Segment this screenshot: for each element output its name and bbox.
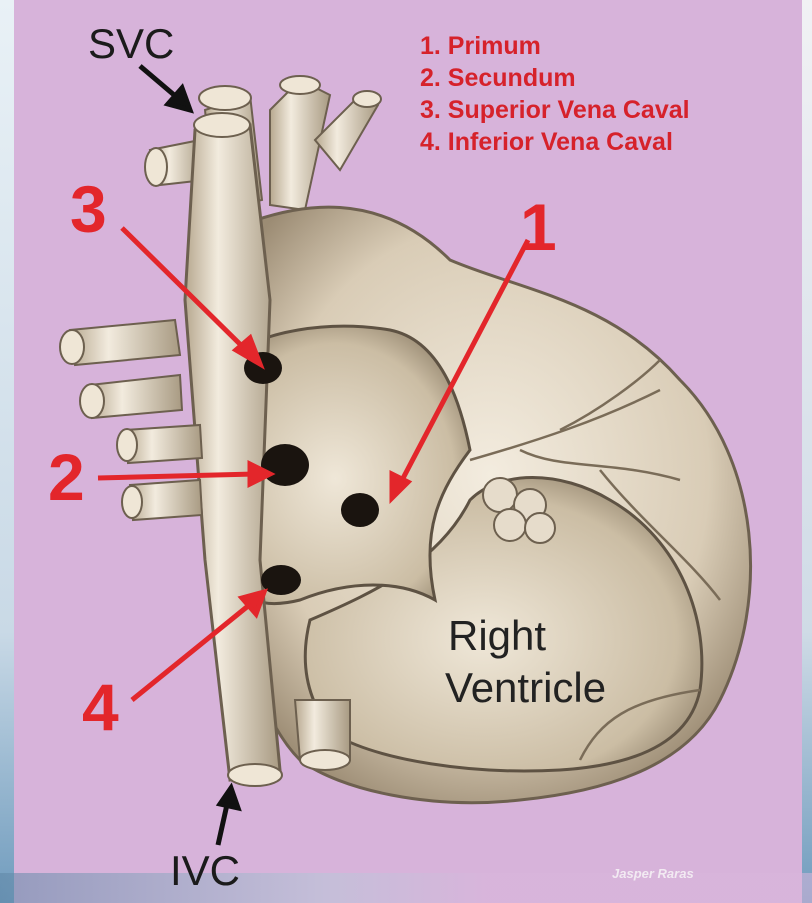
defect-1-hole [341,493,379,527]
legend-item-3: 3. Superior Vena Caval [420,96,690,124]
legend-item-1: 1. Primum [420,32,541,60]
ivc-label: IVC [170,847,240,894]
defect-2-hole [261,444,309,486]
svc-label: SVC [88,20,174,67]
artist-credit: Jasper Raras [612,866,694,881]
legend-item-2: 2. Secundum [420,64,576,92]
marker-2: 2 [48,440,85,514]
marker-1: 1 [520,190,557,264]
marker-4: 4 [82,670,119,744]
chamber-label-line1: Right [448,612,546,659]
marker-3: 3 [70,172,107,246]
chamber-label-line2: Ventricle [445,664,606,711]
legend-item-4: 4. Inferior Vena Caval [420,128,673,156]
